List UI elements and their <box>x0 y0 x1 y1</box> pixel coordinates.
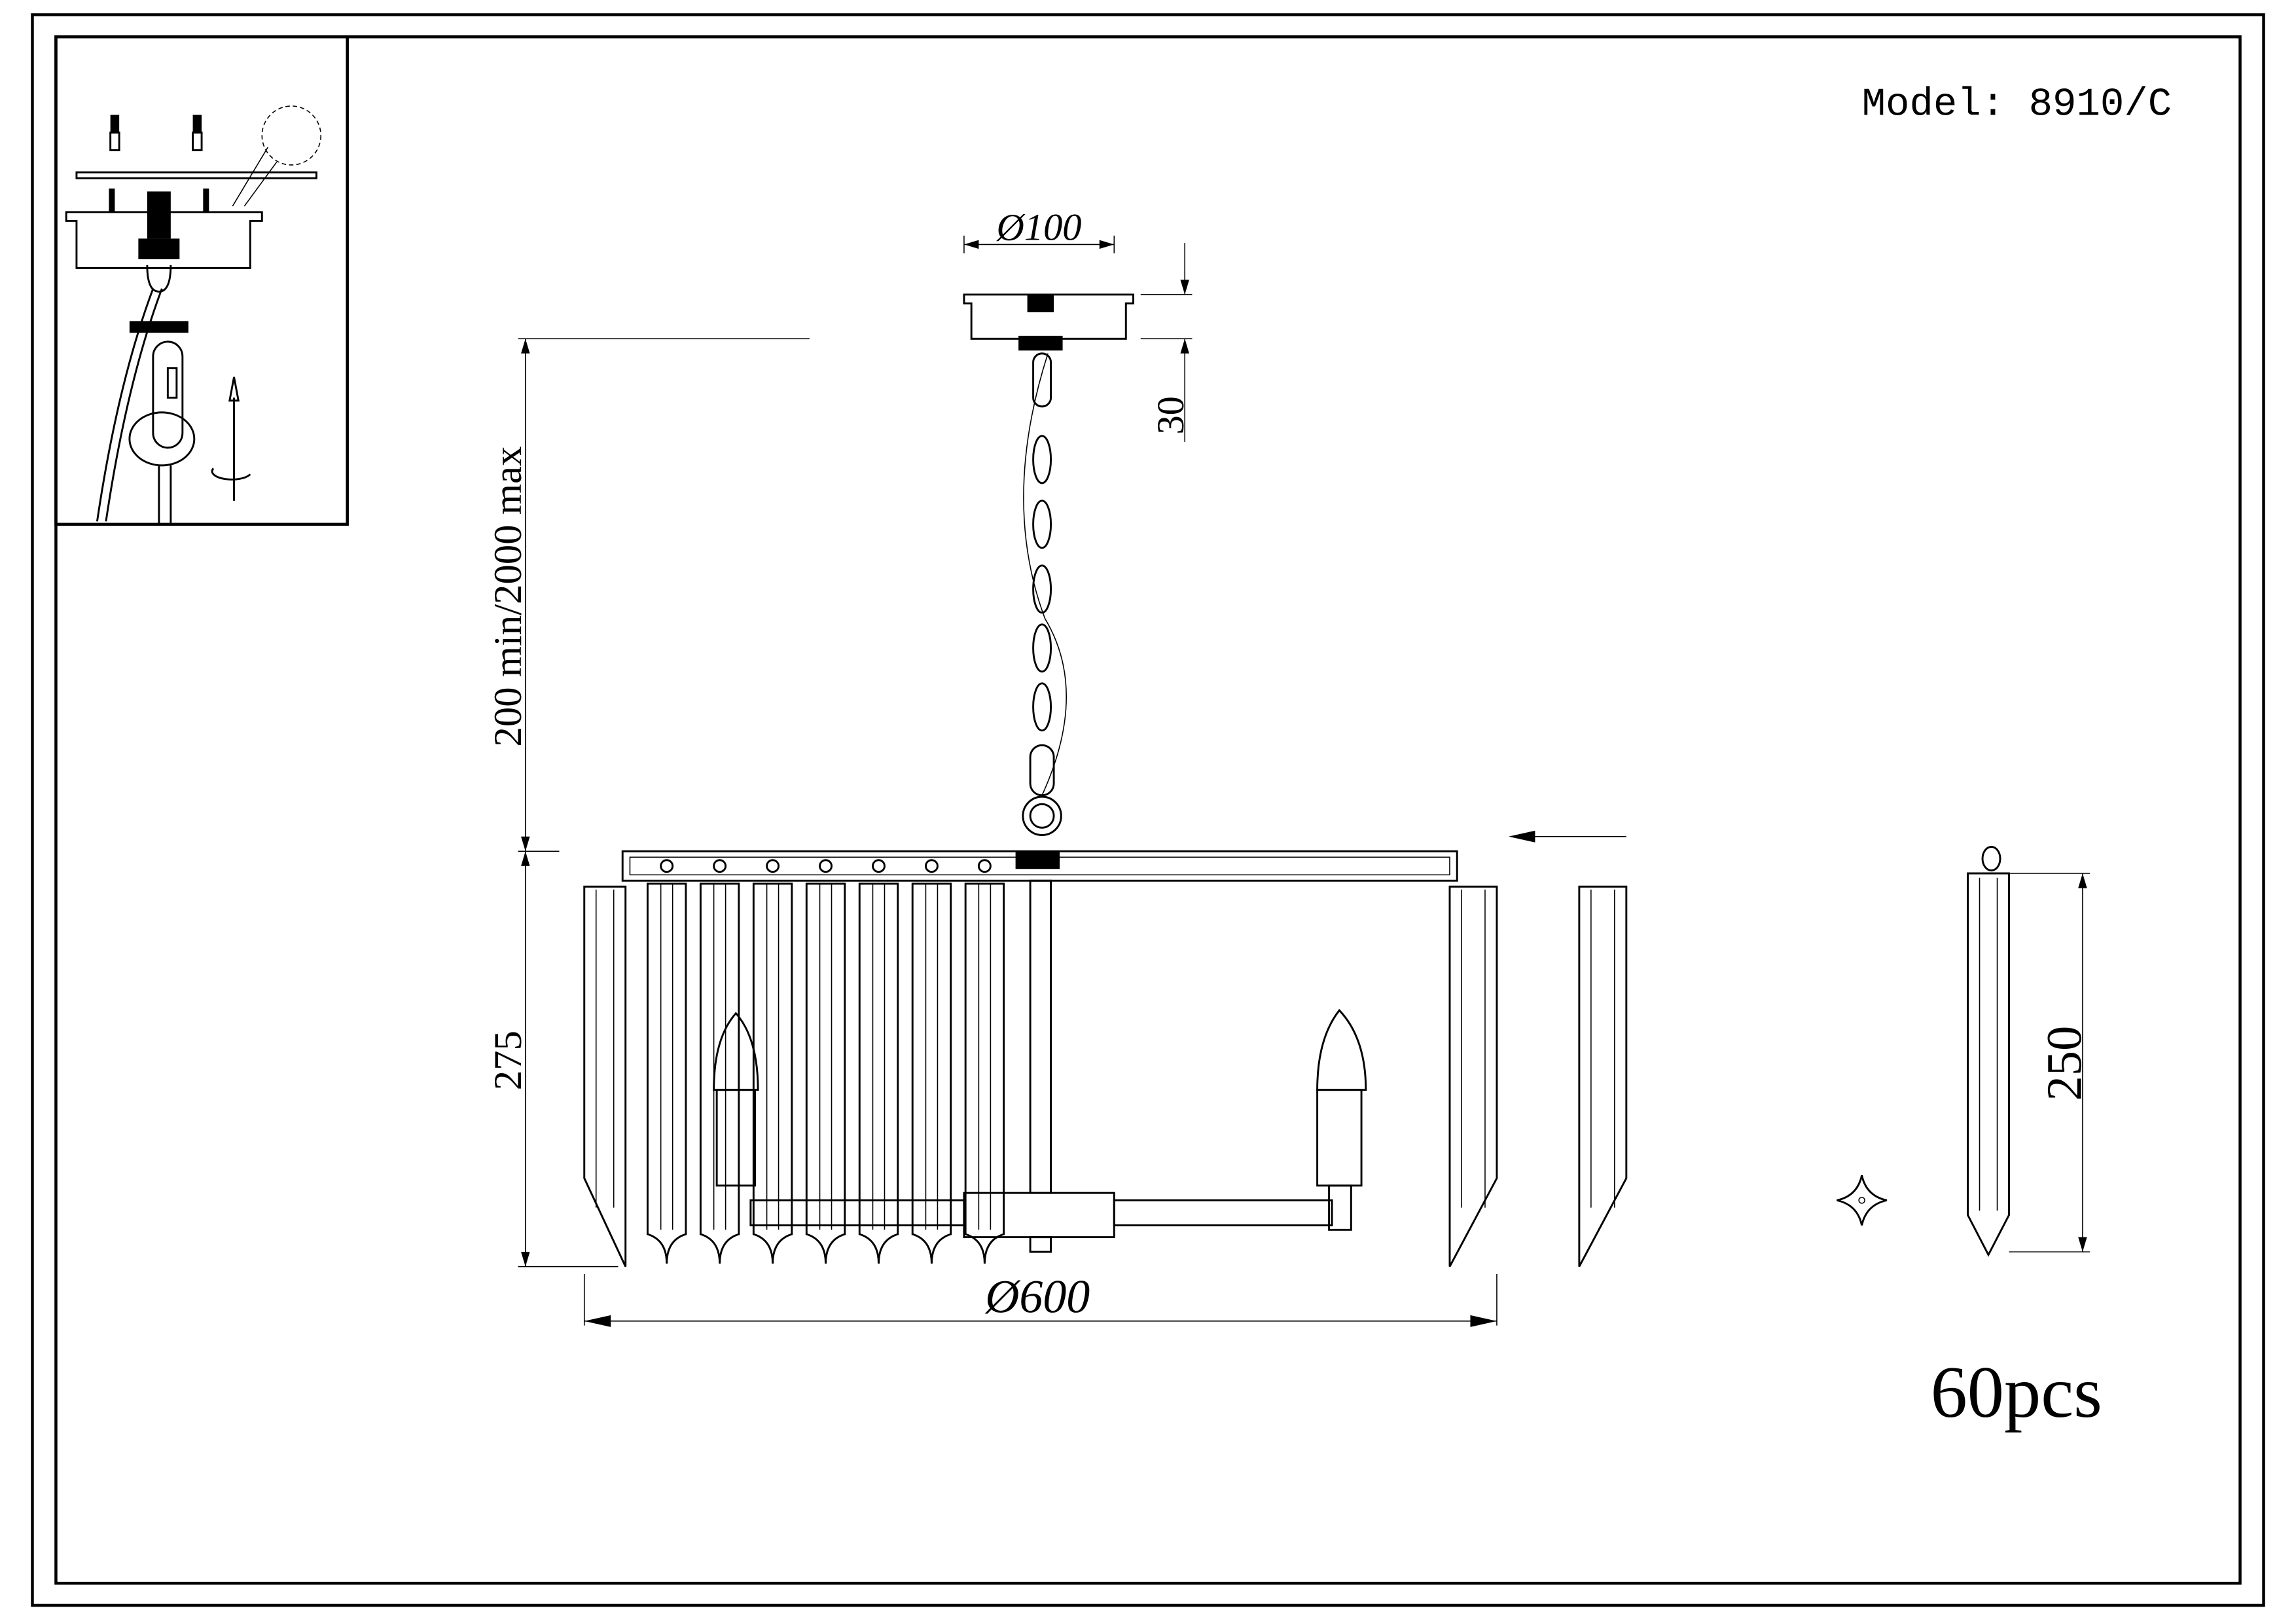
crystal-hook <box>713 859 727 873</box>
rotate-arrow-icon <box>211 467 251 481</box>
crystal-facet <box>819 883 833 1230</box>
dim-body-diameter: Ø600 <box>984 1270 1090 1322</box>
crystal-prism <box>805 883 846 1264</box>
outer-frame <box>31 13 2265 1607</box>
crystal-hook <box>977 859 992 873</box>
bulb-icon <box>713 1008 1367 1231</box>
crystal-facet <box>925 883 939 1230</box>
chain <box>1022 352 1067 836</box>
crystal-facet <box>595 889 615 1208</box>
dim-canopy-diameter: Ø100 <box>996 206 1082 249</box>
crystal-hook <box>766 859 780 873</box>
crystal-hook <box>924 859 939 873</box>
crystal-prism <box>699 883 740 1264</box>
inner-frame <box>54 35 2242 1585</box>
crystal-facet <box>978 883 992 1230</box>
crystal-hook <box>660 859 674 873</box>
crystal-facet <box>660 883 673 1230</box>
crystal-prism <box>646 883 687 1264</box>
wall-anchor-icon <box>109 115 203 151</box>
crystal-facet <box>766 883 780 1230</box>
crystal-detail <box>1967 846 2010 1257</box>
crystal-hook <box>872 859 886 873</box>
crystal-prism <box>911 883 952 1264</box>
crystal-prism <box>583 885 627 1267</box>
up-arrow-icon <box>228 376 240 501</box>
crystal-prism <box>1448 885 1498 1267</box>
model-label: Model: 8910/C <box>1862 82 2172 127</box>
canopy <box>963 293 1134 351</box>
crystal-hook <box>819 859 833 873</box>
dim-body-height: 275 <box>486 1030 530 1090</box>
crystal-group <box>583 859 1628 1267</box>
chandelier-body <box>621 850 1458 1253</box>
crystal-prism <box>1578 885 1628 1267</box>
crystal-prism <box>964 883 1005 1264</box>
crystal-facet <box>1590 889 1615 1208</box>
dim-suspension-length: 200 min/2000 max <box>486 447 530 747</box>
crystal-prism <box>752 883 793 1264</box>
installation-inset <box>54 35 349 526</box>
crystal-facet <box>872 883 886 1230</box>
dim-crystal-length: 250 <box>2037 1026 2092 1101</box>
crystal-facet <box>1461 889 1486 1208</box>
crystal-facet <box>713 883 726 1230</box>
dim-canopy-height: 30 <box>1149 396 1192 434</box>
crystal-prism <box>858 883 899 1264</box>
crystal-count: 60pcs <box>1931 1352 2102 1433</box>
star-crystal-icon <box>1837 1175 1888 1226</box>
